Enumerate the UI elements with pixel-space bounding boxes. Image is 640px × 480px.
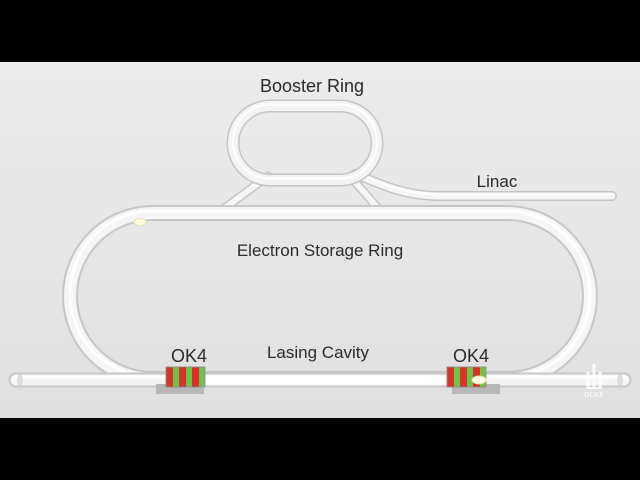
booster-ring [226,99,384,187]
letterbox-top [0,0,640,62]
ok4-right-label: OK4 [453,346,489,366]
linac-tube [350,169,617,201]
linac-label: Linac [477,172,518,191]
booster-ring-label: Booster Ring [260,76,364,96]
electron-bunch-right [471,375,487,385]
ok4-wiggler-right [446,366,500,394]
ok4-left-label: OK4 [171,346,207,366]
ok4-wiggler-left [156,366,206,394]
duke-logo-text: DUKE [584,391,604,399]
cavity-mirror-left [17,374,23,386]
electron-bunch [133,218,147,226]
letterbox-bottom [0,418,640,480]
lasing-cavity-tube [8,372,632,388]
duke-logo: DUKE [584,364,604,399]
storage-ring-label: Electron Storage Ring [237,241,403,260]
lasing-cavity-label: Lasing Cavity [267,343,370,362]
cavity-mirror-right [617,374,623,386]
